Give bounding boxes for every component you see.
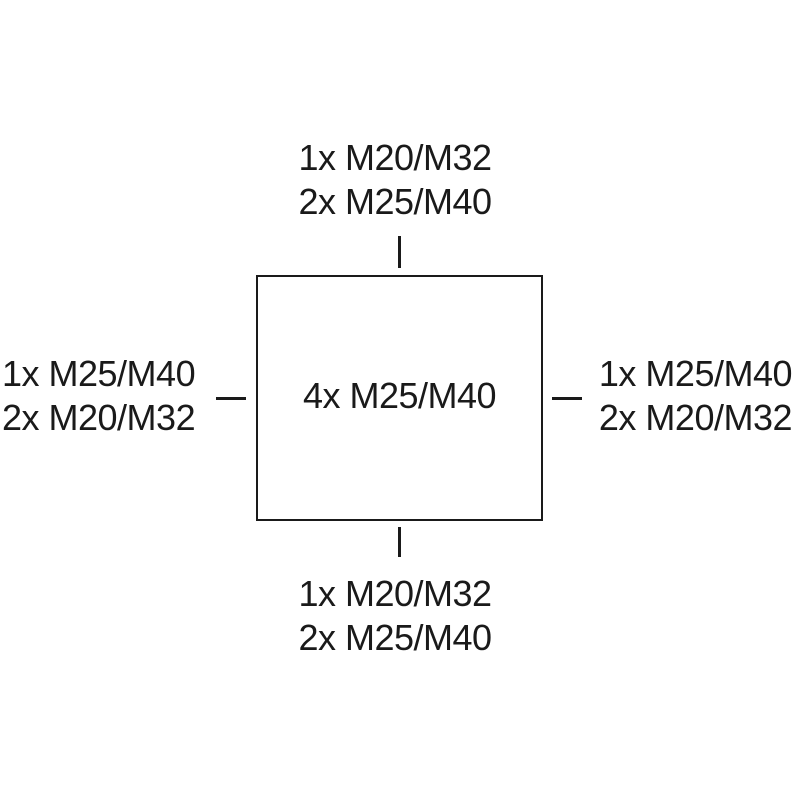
left-entry-line-2: 2x M20/M32 bbox=[2, 397, 196, 438]
top-side-entries: 1x M20/M32 2x M25/M40 bbox=[0, 136, 790, 224]
top-connector-tick bbox=[398, 236, 401, 268]
right-connector-tick bbox=[552, 397, 582, 400]
right-entry-line-1: 1x M25/M40 bbox=[598, 353, 793, 394]
center-entries-label: 4x M25/M40 bbox=[302, 375, 497, 416]
left-entry-line-1: 1x M25/M40 bbox=[2, 353, 196, 394]
left-side-entries: 1x M25/M40 2x M20/M32 bbox=[2, 352, 196, 440]
bottom-connector-tick bbox=[398, 527, 401, 557]
top-entry-line-1: 1x M20/M32 bbox=[298, 137, 492, 178]
enclosure-box bbox=[256, 275, 543, 521]
bottom-entry-line-2: 2x M25/M40 bbox=[298, 617, 492, 658]
top-entry-line-2: 2x M25/M40 bbox=[298, 181, 492, 222]
right-side-entries: 1x M25/M40 2x M20/M32 bbox=[598, 352, 793, 440]
bottom-entry-line-1: 1x M20/M32 bbox=[298, 573, 492, 614]
bottom-side-entries: 1x M20/M32 2x M25/M40 bbox=[0, 572, 790, 660]
right-entry-line-2: 2x M20/M32 bbox=[598, 397, 793, 438]
left-connector-tick bbox=[216, 397, 246, 400]
